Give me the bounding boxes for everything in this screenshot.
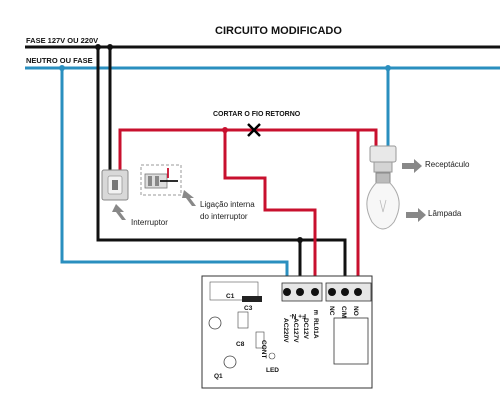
- fase-label: FASE 127V OU 220V: [26, 36, 98, 45]
- arrow-icon: [406, 208, 426, 222]
- red-wire-board: [223, 130, 317, 283]
- arrow-icon: [182, 190, 196, 206]
- board-terminal-no: NO: [352, 306, 359, 316]
- relay-text-ac127: AC127V: [292, 318, 299, 343]
- board-terminal-cm: C/M: [340, 306, 347, 318]
- board-label-c1: C1: [226, 293, 235, 300]
- ligacao-label-1: Ligação interna: [200, 200, 255, 209]
- switch-icon: [101, 169, 129, 201]
- board-label-cont: CONT: [260, 340, 267, 358]
- board-label-c3: C3: [244, 305, 253, 312]
- relay-board: [201, 275, 373, 389]
- red-wire-lamp: [358, 128, 378, 148]
- relay-text-model: RL01A: [312, 318, 319, 339]
- cut-mark-icon: [247, 123, 261, 137]
- arrow-icon: [402, 159, 422, 173]
- board-terminal-e: E: [313, 308, 318, 315]
- cut-label: CORTAR O FIO RETORNO: [213, 111, 301, 118]
- receptacle-icon: [369, 145, 397, 173]
- lightbulb-icon: [366, 172, 400, 230]
- board-terminal-nc: NC: [328, 306, 335, 316]
- board-terminal-label: F+ N-: [290, 312, 306, 319]
- lampada-label: Lâmpada: [428, 209, 462, 218]
- relay-text-ac220: AC220V: [282, 318, 289, 343]
- ligacao-label-2: do interruptor: [200, 212, 248, 221]
- diagram-title: CIRCUITO MODIFICADO: [215, 25, 342, 37]
- receptaculo-label: Receptáculo: [425, 160, 470, 169]
- blue-wire-neutral: [60, 68, 289, 283]
- interruptor-label: Interruptor: [131, 218, 168, 227]
- board-label-c8: C8: [236, 341, 245, 348]
- red-wire-return: [118, 128, 360, 283]
- arrow-icon: [112, 204, 126, 220]
- black-wire-main: [96, 47, 347, 283]
- board-label-led: LED: [266, 367, 279, 374]
- relay-text-dc12: DC12V: [302, 318, 309, 340]
- board-label-q1: Q1: [214, 373, 223, 380]
- switch-detail-box: [140, 164, 182, 196]
- neutro-label: NEUTRO OU FASE: [26, 56, 93, 65]
